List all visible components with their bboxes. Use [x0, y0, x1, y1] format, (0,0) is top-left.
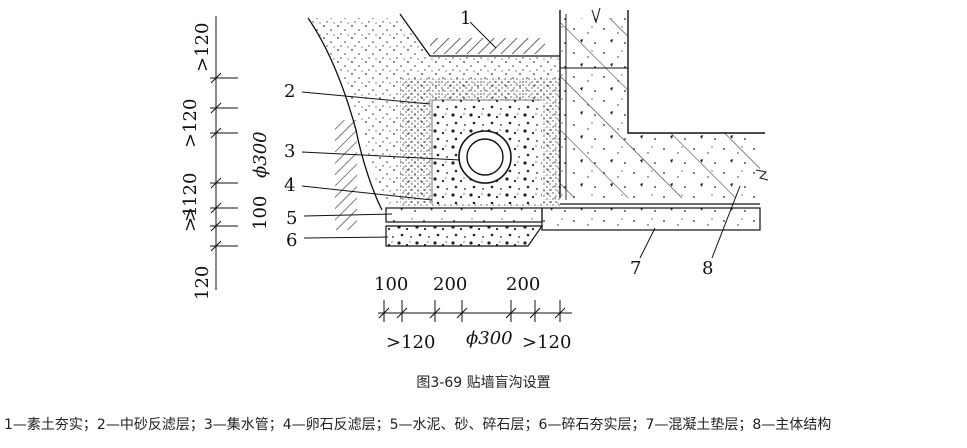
callout-6: 6	[286, 230, 297, 251]
dim-left-4: >1	[180, 205, 201, 232]
concrete-cushion	[541, 203, 761, 231]
bottom-dimension-chain: 100 200 200 >120 ϕ300 >120	[374, 274, 572, 353]
callout-3: 3	[284, 141, 295, 162]
compacted-gravel-layer	[385, 225, 544, 247]
callout-5: 5	[286, 208, 297, 229]
dim-bottom-bot-1: >120	[386, 332, 435, 353]
dim-left-1: >120	[192, 23, 213, 72]
callout-4: 4	[284, 175, 295, 196]
dim-left-pipe: ϕ300	[250, 131, 271, 178]
dim-bottom-top-2: 200	[433, 274, 467, 295]
dim-bottom-top-1: 100	[374, 274, 408, 295]
dim-bottom-top-3: 200	[506, 274, 540, 295]
dim-bottom-bot-2: >120	[522, 332, 571, 353]
dim-left-3: >120	[180, 173, 201, 222]
dim-bottom-pipe: ϕ300	[466, 328, 513, 349]
figure-legend: 1—素土夯实；2—中砂反滤层；3—集水管；4—卵石反滤层；5—水泥、砂、碎石层；…	[4, 417, 832, 433]
leader-lines	[301, 21, 741, 259]
callout-8: 8	[702, 258, 713, 279]
callout-7: 7	[630, 258, 641, 279]
cement-gravel-layer	[385, 207, 543, 223]
dim-left-2: >120	[180, 99, 201, 148]
figure-caption: 图3-69 贴墙盲沟设置	[416, 375, 551, 391]
dim-left-6: 120	[192, 266, 213, 300]
callout-1: 1	[460, 8, 471, 29]
collector-pipe	[458, 130, 512, 184]
left-dimension-chain: >120 >120 >120 >1 ϕ300 100 120	[180, 16, 271, 300]
dim-left-5: 100	[250, 196, 271, 230]
main-structure-wall	[559, 7, 769, 200]
callout-2: 2	[284, 81, 295, 102]
pebble-filter-layer	[431, 99, 542, 204]
callout-numbers: 1 2 3 4 5 6 7 8	[284, 8, 713, 279]
